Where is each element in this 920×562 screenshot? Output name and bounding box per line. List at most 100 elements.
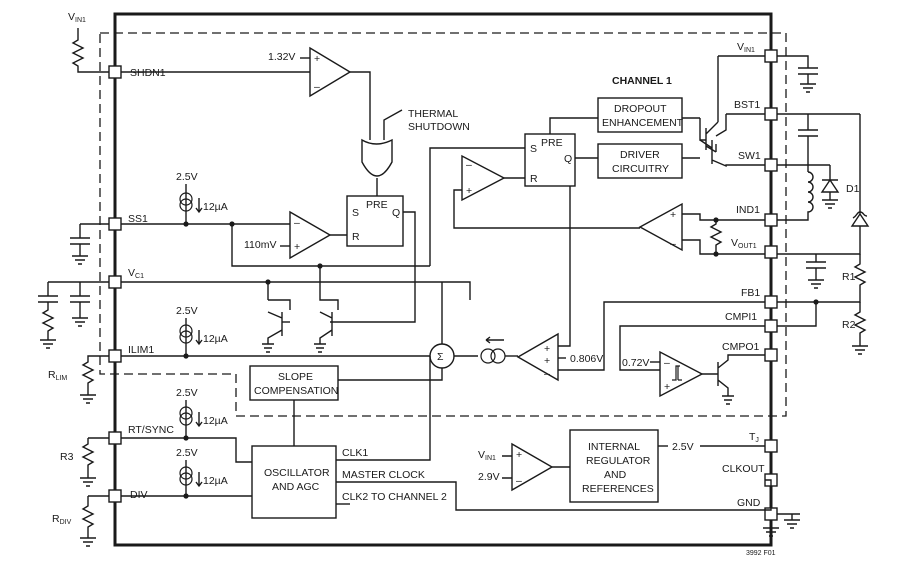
pin-ilim xyxy=(108,349,122,363)
svg-text:AND: AND xyxy=(604,469,627,481)
slope-block: SLOPE COMPENSATION xyxy=(249,365,339,446)
svg-text:S: S xyxy=(530,143,537,155)
pin-label-cmpi: CMPI1 xyxy=(725,311,757,323)
flipflop-main: PRE S R Q xyxy=(524,117,598,187)
pin-vout xyxy=(764,245,778,259)
ilim-source: 2.5V 12µA xyxy=(121,305,430,359)
pin-label-tj: TJ xyxy=(749,431,759,444)
svg-text:–: – xyxy=(670,238,676,250)
pin-label-ilim: ILIM1 xyxy=(128,344,154,356)
v0806-label: 0.806V xyxy=(570,353,603,365)
pin-label-ind: IND1 xyxy=(736,204,760,216)
or-gate: THERMAL SHUTDOWN xyxy=(361,108,470,196)
pin-label-vin: VIN1 xyxy=(737,41,755,54)
svg-text:2.5V: 2.5V xyxy=(176,171,198,183)
pin-fb xyxy=(764,295,778,309)
svg-text:SLOPE: SLOPE xyxy=(278,371,313,383)
pin-label-div: DIV xyxy=(130,489,148,501)
div-source: 2.5V 12µA xyxy=(121,447,252,499)
pin-label-gnd: GND xyxy=(737,497,761,509)
driver-block: DRIVER CIRCUITRY xyxy=(597,143,700,179)
r1-label: R1 xyxy=(842,271,856,283)
svg-text:2.5V: 2.5V xyxy=(176,305,198,317)
master-clock-label: MASTER CLOCK xyxy=(342,469,425,481)
r-lim-label: RLIM xyxy=(48,369,67,382)
dropout-block: DROPOUT ENHANCEMENT xyxy=(597,97,700,133)
r2-label: R2 xyxy=(842,319,856,331)
vin-int-label: VIN1 xyxy=(478,449,496,462)
svg-text:–: – xyxy=(516,475,522,487)
svg-text:ENHANCEMENT: ENHANCEMENT xyxy=(602,117,684,129)
svg-text:R: R xyxy=(530,173,538,185)
channel-1-boundary xyxy=(99,32,787,417)
pin-vc xyxy=(108,275,122,289)
svg-text:PRE: PRE xyxy=(541,137,563,149)
clk1-label: CLK1 xyxy=(342,447,368,459)
svg-text:DROPOUT: DROPOUT xyxy=(614,103,667,115)
pin-cmpi xyxy=(764,319,778,333)
pin-label-fb: FB1 xyxy=(741,287,760,299)
svg-text:+: + xyxy=(664,381,670,393)
rtsync-source: 2.5V 12µA xyxy=(121,387,252,463)
pin-sw xyxy=(764,158,778,172)
left-pins: SHDN1 SS1 VC1 ILIM1 RT/SYNC DIV xyxy=(108,65,174,503)
pin-label-vout: VOUT1 xyxy=(731,237,757,250)
svg-text:REGULATOR: REGULATOR xyxy=(586,455,651,467)
channel-1-label: CHANNEL 1 xyxy=(612,75,672,87)
figure-code: 3992 F01 xyxy=(746,550,776,557)
pin-label-rtsync: RT/SYNC xyxy=(128,424,174,436)
svg-text:+: + xyxy=(670,209,676,221)
pin-label-shdn: SHDN1 xyxy=(130,67,166,79)
svg-text:12µA: 12µA xyxy=(203,475,228,487)
pin-rtsync xyxy=(108,431,122,445)
svg-text:AND AGC: AND AGC xyxy=(272,481,320,493)
d1-label: D1 xyxy=(846,183,860,195)
pin-div xyxy=(108,489,122,503)
svg-text:+: + xyxy=(516,449,522,461)
svg-text:+: + xyxy=(314,53,320,65)
pin-vin xyxy=(764,49,778,63)
svg-text:+: + xyxy=(544,355,550,367)
svg-text:CIRCUITRY: CIRCUITRY xyxy=(612,163,669,175)
pin-ss xyxy=(108,217,122,231)
svg-text:S: S xyxy=(352,207,359,219)
external-left: VIN1 RLIM R3 RDIV xyxy=(38,11,109,547)
vin-top-label: VIN1 xyxy=(68,11,86,24)
thermal-label-1: THERMAL xyxy=(408,108,458,120)
pin-cmpo xyxy=(764,348,778,362)
pin-tj xyxy=(764,439,778,453)
v25-reg-label: 2.5V xyxy=(672,441,694,453)
r3-label: R3 xyxy=(60,451,74,463)
pin-label-clkout: CLKOUT xyxy=(722,463,765,475)
hysteresis-comparator: – + 0.72V xyxy=(619,325,765,405)
ind-sense-amp: + – xyxy=(638,202,765,257)
pin-label-sw: SW1 xyxy=(738,150,761,162)
oscillator-block: OSCILLATOR AND AGC CLK1 MASTER CLOCK CLK… xyxy=(251,356,772,519)
pin-label-vc: VC1 xyxy=(128,267,144,280)
v29-label: 2.9V xyxy=(478,471,500,483)
summing-node: Σ xyxy=(338,282,478,381)
flipflop-left: PRE S R Q xyxy=(330,195,416,323)
svg-text:+: + xyxy=(294,241,300,253)
r-div-label: RDIV xyxy=(52,513,72,526)
svg-text:–: – xyxy=(664,357,670,369)
pin-label-ss: SS1 xyxy=(128,213,148,225)
ic-outline xyxy=(113,12,773,547)
right-pins: VIN1 BST1 SW1 IND1 VOUT1 FB1 CMPI1 CMPO1… xyxy=(722,41,778,521)
v110m-label: 110mV xyxy=(244,239,277,251)
v132-label: 1.32V xyxy=(268,51,295,63)
v072-label: 0.72V xyxy=(622,357,649,369)
svg-text:DRIVER: DRIVER xyxy=(620,149,660,161)
shdn-comparator: + – 1.32V xyxy=(121,46,371,140)
svg-text:Σ: Σ xyxy=(437,351,444,363)
svg-text:12µA: 12µA xyxy=(203,201,228,213)
svg-text:12µA: 12µA xyxy=(203,415,228,427)
svg-text:INTERNAL: INTERNAL xyxy=(588,441,640,453)
external-right: D1 R1 R2 xyxy=(763,55,870,537)
svg-text:+: + xyxy=(466,185,472,197)
svg-text:–: – xyxy=(294,217,300,229)
regulator-block: + – VIN1 2.9V INTERNAL REGULATOR AND REF… xyxy=(478,429,765,503)
svg-text:COMPENSATION: COMPENSATION xyxy=(254,385,338,397)
svg-text:Q: Q xyxy=(392,207,400,219)
pin-label-cmpo: CMPO1 xyxy=(722,341,760,353)
